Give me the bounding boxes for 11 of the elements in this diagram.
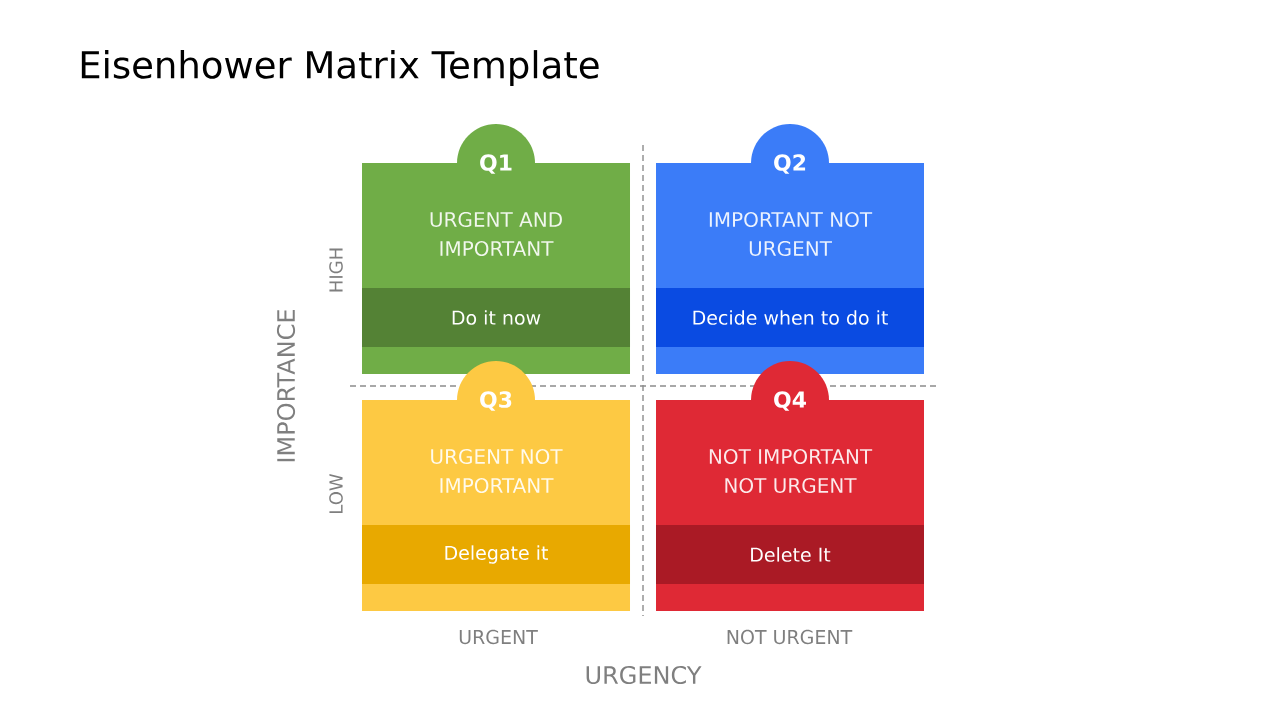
title: Eisenhower Matrix Template [81, 50, 599, 86]
axis-level-label: LOW [329, 473, 343, 513]
action-band: Decide when to do it [656, 288, 924, 347]
axis-level-label: HIGH [329, 248, 343, 292]
action-band: Do it now [362, 288, 630, 347]
axis-level-label: NOT URGENT [727, 629, 853, 645]
action-band: Delegate it [362, 525, 630, 584]
axis-title: IMPORTANCE [276, 309, 296, 462]
action-band: Delete It [656, 525, 924, 584]
axis-title: URGENCY [586, 665, 702, 685]
axis-level-label: URGENT [459, 629, 538, 645]
